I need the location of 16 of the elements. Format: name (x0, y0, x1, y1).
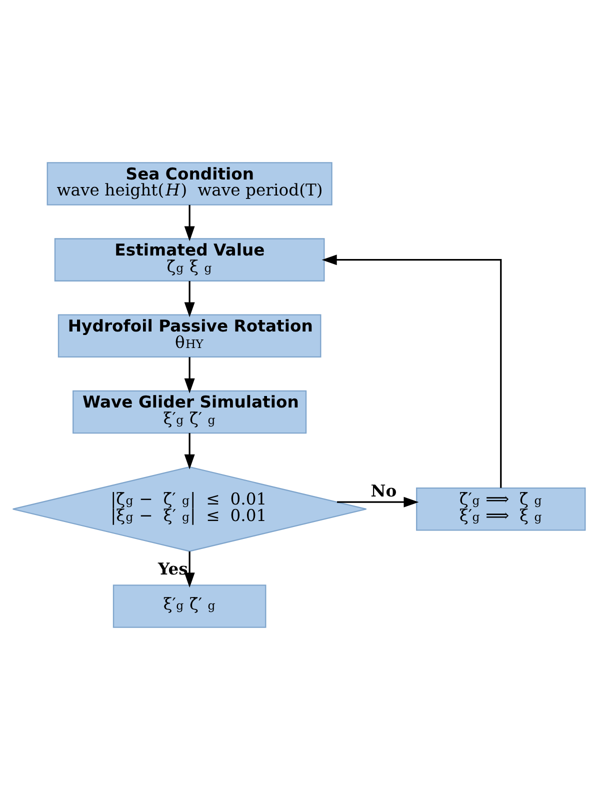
arrow (184, 280, 195, 317)
node-box: Sea Condition wave height(H) wave period(T) (46, 162, 332, 205)
arrow (184, 432, 195, 469)
node-box: Hydrofoil Passive Rotation θHY (58, 314, 322, 358)
edge-label: No (370, 480, 397, 500)
arrow (337, 496, 419, 507)
arrow (184, 356, 195, 393)
node-box: Estimated Value ζ̇g ξ̇g (54, 238, 325, 281)
arrow (184, 204, 195, 241)
node-box: ξ̇′g ζ̇′g (112, 584, 266, 628)
edge-label: Yes (158, 558, 188, 578)
node-box: Wave Glider Simulation ξ̇′g ζ̇′g (72, 390, 307, 434)
node-box: ζ̇′g ⟹ ζ̇g ξ̇′g ⟹ ξ̇g (416, 486, 586, 530)
arrow (322, 254, 502, 488)
arrow (184, 550, 195, 588)
node-diamond: |ζ̇g − ζ̇′g| ≤ 0.01 |ξ̇g − ξ̇′g| ≤ 0.01 (12, 466, 367, 552)
